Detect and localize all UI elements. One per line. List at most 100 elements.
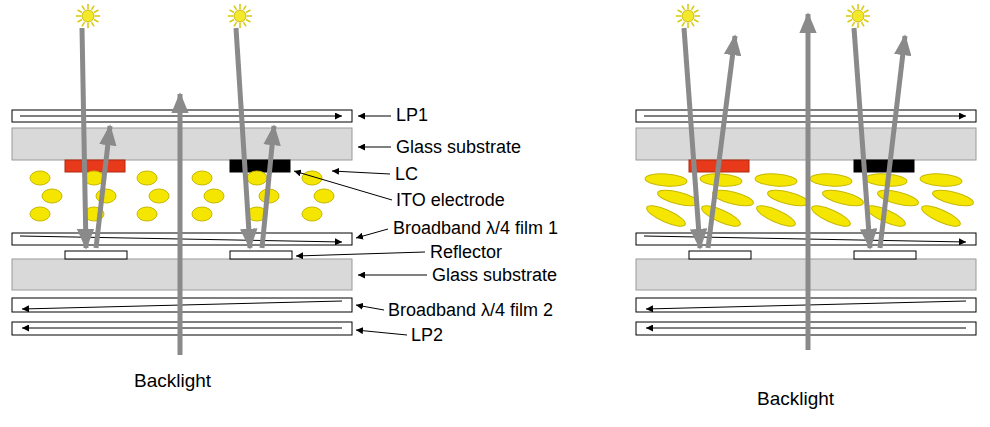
sun-ray: [95, 15, 100, 17]
light-ray: [262, 126, 274, 248]
lc-molecule: [644, 202, 687, 230]
lc-molecule: [699, 202, 742, 230]
sun-ray: [682, 22, 685, 26]
leader-line: [358, 275, 427, 276]
leader-line: [332, 171, 390, 174]
sun-ray: [848, 10, 852, 13]
sun-icon: [76, 4, 100, 28]
sun-icon: [228, 4, 252, 28]
sun-icon: [846, 4, 870, 28]
lc-molecule: [656, 187, 700, 209]
sun-ray: [246, 10, 250, 13]
light-ray: [806, 14, 811, 350]
lc-molecule: [700, 173, 743, 188]
sun-ray: [692, 22, 695, 26]
lc-molecule: [247, 171, 267, 185]
red-filter: [65, 160, 125, 172]
sun-ray: [692, 6, 695, 10]
sun-ray: [857, 4, 859, 9]
layer-label: LP1: [396, 104, 428, 126]
lc-molecule: [192, 171, 212, 185]
sun-ray: [244, 22, 247, 26]
lc-molecule: [137, 207, 157, 221]
sun-ray: [230, 10, 234, 13]
light-ray: [178, 94, 183, 355]
layer-label: LC: [395, 163, 418, 185]
leader-line: [358, 116, 391, 117]
sun-ray: [78, 20, 82, 23]
leader-line: [296, 252, 425, 256]
light-ray: [236, 28, 250, 248]
sun-ray: [694, 10, 698, 13]
sun-ray: [87, 4, 89, 9]
reflector: [689, 251, 751, 259]
lc-molecule: [149, 189, 169, 203]
lc-molecule: [920, 173, 963, 188]
leader-line: [358, 147, 391, 148]
lc-molecule: [192, 207, 212, 221]
sun-ray: [687, 4, 689, 9]
layer-label: Broadband λ/4 film 1: [393, 217, 558, 239]
sun-ray: [862, 6, 865, 10]
sun-ray: [244, 6, 247, 10]
sun-ray: [239, 23, 241, 28]
sun-disc: [234, 10, 246, 22]
lc-molecule: [204, 189, 224, 203]
reflector: [65, 251, 127, 259]
lc-molecule: [42, 189, 62, 203]
sun-ray: [678, 10, 682, 13]
lc-molecule: [645, 173, 688, 188]
layer-label: Reflector: [430, 241, 502, 263]
layer-label: Broadband λ/4 film 2: [388, 299, 553, 321]
leader-line: [356, 305, 384, 310]
sun-ray: [228, 15, 233, 17]
sun-ray: [247, 15, 252, 17]
light-ray: [96, 126, 110, 248]
sun-ray: [687, 23, 689, 28]
layer-label: LP2: [411, 324, 443, 346]
lc-molecule: [809, 202, 852, 230]
sun-ray: [87, 23, 89, 28]
layer-label: ITO electrode: [396, 189, 505, 211]
sun-ray: [246, 20, 250, 23]
light-ray: [880, 36, 905, 248]
sun-ray: [852, 22, 855, 26]
layer-label: Glass substrate: [432, 264, 557, 286]
sun-ray: [678, 20, 682, 23]
lc-molecule: [810, 173, 853, 188]
sun-ray: [846, 15, 851, 17]
leader-line: [356, 229, 388, 238]
light-source-label: Backlight: [757, 388, 834, 410]
sun-ray: [852, 6, 855, 10]
sun-ray: [864, 10, 868, 13]
light-ray: [82, 28, 86, 248]
sun-ray: [862, 22, 865, 26]
sun-ray: [82, 22, 85, 26]
sun-ray: [864, 20, 868, 23]
ito-electrode: [230, 160, 290, 172]
lc-molecule: [30, 207, 50, 221]
sun-ray: [676, 15, 681, 17]
lc-molecule: [931, 187, 975, 209]
sun-ray: [76, 15, 81, 17]
sun-ray: [78, 10, 82, 13]
sun-ray: [82, 6, 85, 10]
sun-ray: [92, 22, 95, 26]
light-source-label: Backlight: [134, 370, 211, 392]
leader-line: [356, 330, 407, 335]
sun-disc: [82, 10, 94, 22]
light-ray: [684, 28, 700, 248]
lc-molecule: [766, 187, 810, 209]
lc-molecule: [754, 202, 797, 230]
sun-disc: [852, 10, 864, 22]
light-ray: [708, 36, 735, 248]
lc-molecule: [137, 171, 157, 185]
lc-molecule: [755, 173, 798, 188]
sun-ray: [94, 20, 98, 23]
leader-line: [294, 171, 392, 200]
sun-ray: [857, 23, 859, 28]
sun-ray: [695, 15, 700, 17]
